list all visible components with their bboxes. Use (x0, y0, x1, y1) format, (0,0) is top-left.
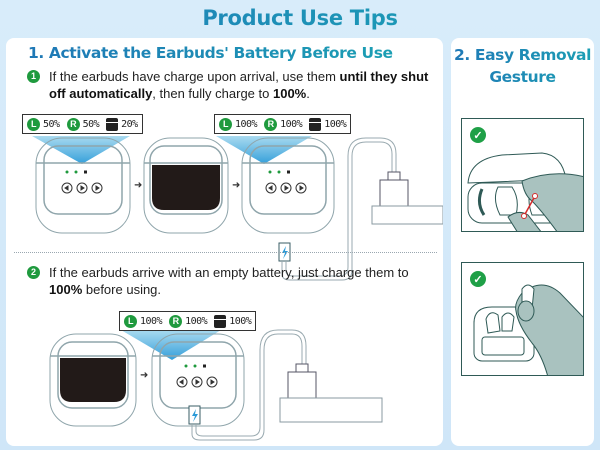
step-2-text: 2 If the earbuds arrive with an empty ba… (27, 264, 439, 298)
cable (281, 141, 393, 281)
step-2-number-badge: 2 (27, 266, 40, 279)
section-2-title: 2. Easy Removal Gesture (451, 44, 594, 88)
case-battery-value: 100% (324, 118, 347, 130)
left-earbud-badge: L (27, 117, 40, 131)
arrow-right-icon: ➜ (140, 370, 148, 381)
check-icon: ✓ (470, 271, 486, 287)
left-earbud-value: 100% (235, 118, 258, 130)
step-1-number-badge: 1 (27, 70, 40, 83)
charging-case-icon (214, 314, 227, 328)
charging-case-icon (309, 117, 322, 131)
case-screen-on-icon (35, 137, 131, 234)
charging-case-icon (106, 117, 119, 131)
case-screen-off-icon (143, 137, 229, 234)
battery-status-after: L 100% R 100% 100% (214, 114, 352, 134)
right-earbud-value: 100% (280, 118, 303, 130)
display-beam (121, 330, 221, 360)
arrow-right-icon: ➜ (232, 180, 240, 191)
section-easy-removal: 2. Easy Removal Gesture ✓ ✓ (451, 38, 594, 446)
display-beam (32, 136, 130, 164)
section-activate-battery: 1. Activate the Earbuds' Battery Before … (6, 38, 443, 446)
lift-earbud-illustration (473, 284, 583, 375)
left-earbud-value: 100% (140, 315, 163, 327)
dark-screen (152, 165, 220, 210)
charger-icon (379, 179, 409, 207)
right-earbud-badge: R (66, 117, 80, 131)
outlet-icon (371, 205, 443, 225)
section-1-title: 1. Activate the Earbuds' Battery Before … (28, 44, 393, 62)
cable (191, 333, 303, 441)
case-battery-value: 20% (121, 118, 138, 130)
case-charging-icon (151, 333, 245, 427)
right-earbud-value: 50% (82, 118, 100, 130)
outlet-icon (279, 397, 383, 423)
charger-prong (295, 363, 309, 373)
battery-status-after: L 100% R 100% 100% (119, 311, 257, 331)
lightning-icon (192, 409, 198, 422)
page-title: Product Use Tips (0, 6, 600, 30)
case-mini-display (65, 170, 87, 174)
right-earbud-value: 100% (185, 315, 208, 327)
case-charging-icon (241, 137, 335, 234)
charger-icon (287, 371, 317, 399)
left-earbud-badge: L (219, 117, 232, 131)
media-controls-icon (61, 182, 103, 194)
charging-illustration: ➜ ➜ (32, 136, 443, 441)
charger-prong (387, 171, 401, 181)
check-icon: ✓ (470, 127, 486, 143)
display-beam (216, 136, 312, 164)
left-earbud-badge: L (124, 314, 137, 328)
arrow-right-icon: ➜ (134, 180, 142, 191)
battery-status-before: L 50% R 50% 20% (22, 114, 143, 134)
section-divider (14, 252, 437, 253)
left-earbud-value: 50% (43, 118, 60, 130)
step-1-text: 1 If the earbuds have charge upon arriva… (27, 68, 439, 102)
right-earbud-badge: R (169, 314, 183, 328)
case-screen-off-icon (49, 333, 137, 427)
removal-gesture-image-2: ✓ (461, 262, 584, 376)
case-battery-value: 100% (229, 315, 252, 327)
open-case-pinch-illustration (467, 152, 583, 231)
right-earbud-badge: R (264, 117, 278, 131)
removal-gesture-image-1: ✓ (461, 118, 584, 232)
